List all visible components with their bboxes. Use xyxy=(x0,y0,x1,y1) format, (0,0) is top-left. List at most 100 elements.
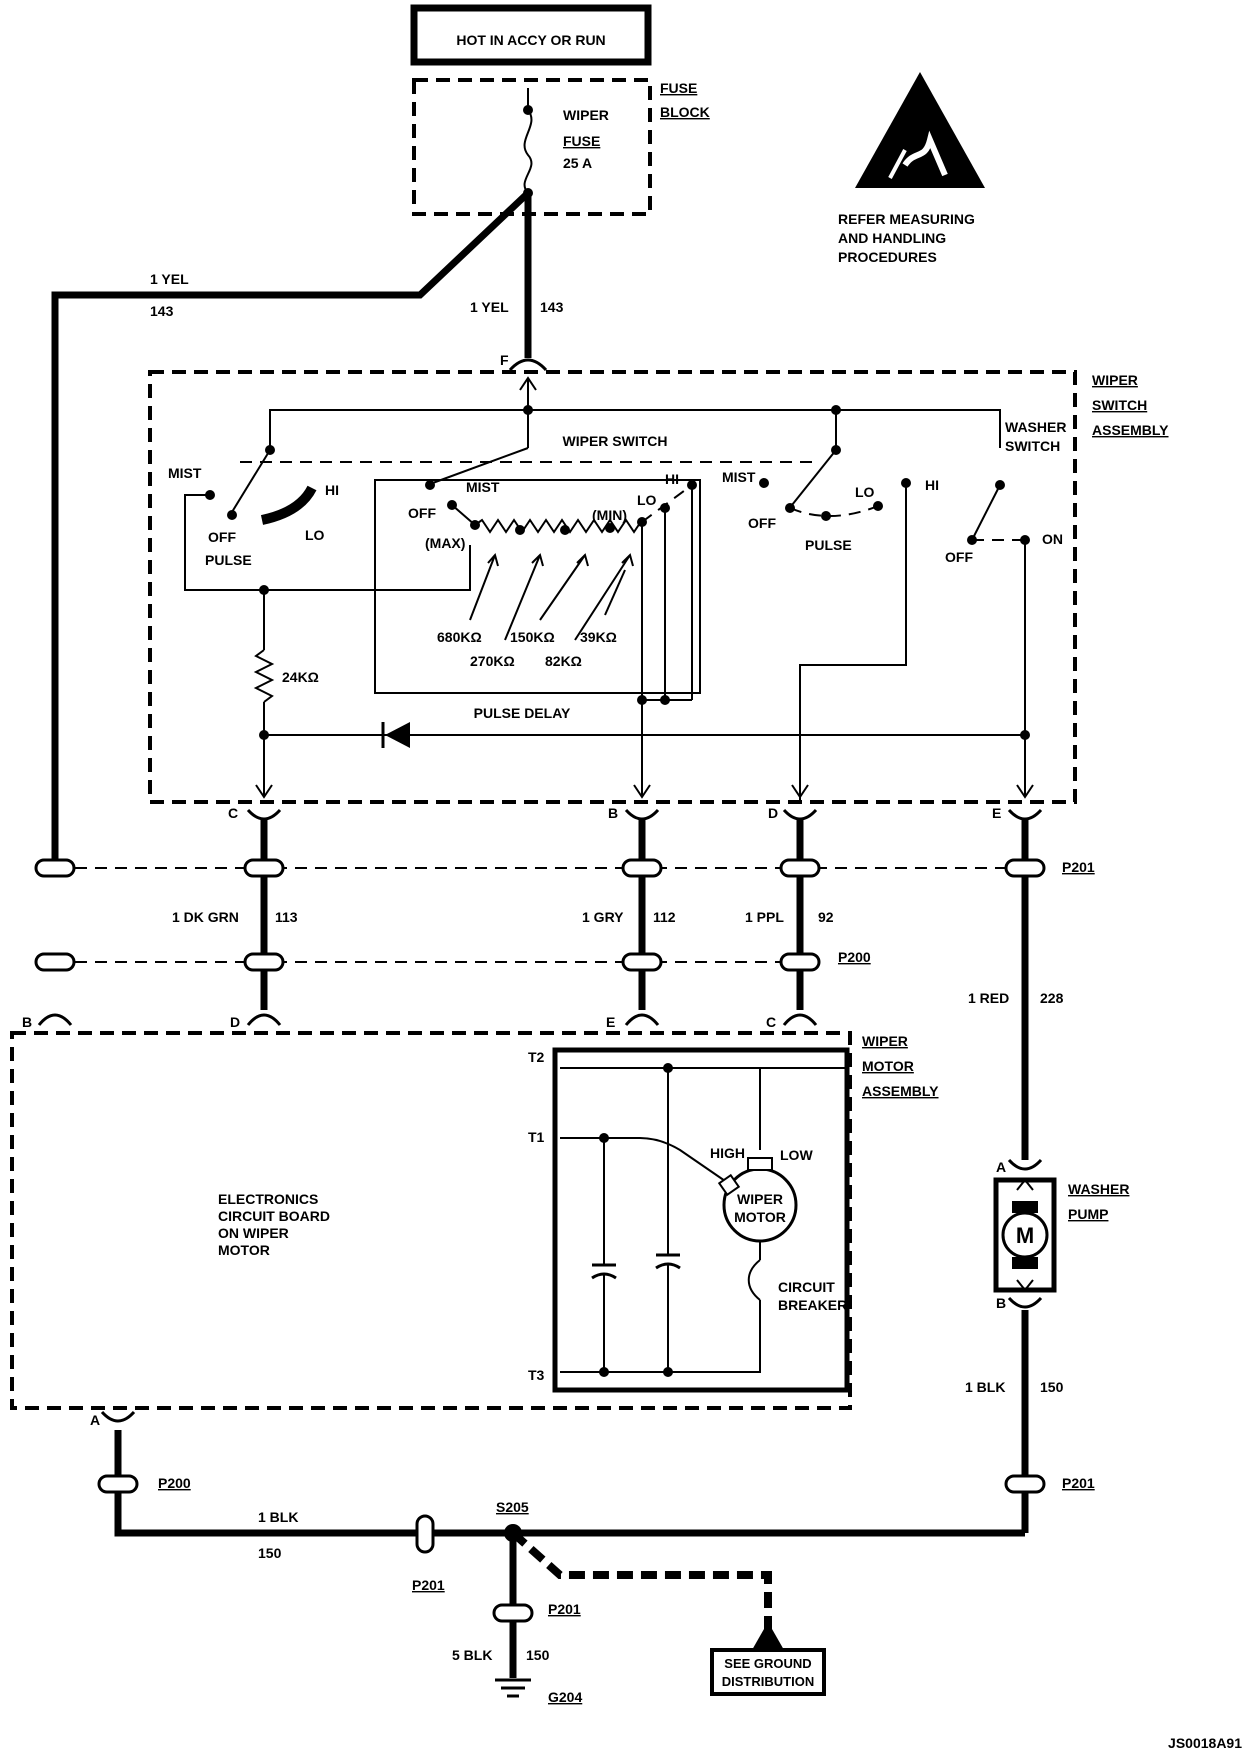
left-mist: MIST xyxy=(168,465,202,481)
pump-ground-color: 1 BLK xyxy=(965,1379,1005,1395)
board-label-3: ON WIPER xyxy=(218,1225,289,1241)
fuse-block-label-1: FUSE xyxy=(660,80,697,96)
pump-motor-symbol: M xyxy=(1016,1223,1034,1248)
right-lo: LO xyxy=(855,484,875,500)
mid-mist: MIST xyxy=(466,479,500,495)
main-ground-circuit: 150 xyxy=(526,1647,550,1663)
fuse-rating: 25 A xyxy=(563,155,592,171)
breaker-label-2: BREAKER xyxy=(778,1297,847,1313)
conn-b-bottom: B xyxy=(22,1014,32,1030)
ground-g204-label: G204 xyxy=(548,1689,582,1705)
washer-pump: A M WASHER PUMP B xyxy=(993,1158,1129,1311)
pump-ground-circuit: 150 xyxy=(1040,1379,1064,1395)
right-pulse: PULSE xyxy=(805,537,852,553)
mid-min: (MIN) xyxy=(592,507,627,523)
left-pulse: PULSE xyxy=(205,552,252,568)
wire-left-feed xyxy=(51,190,531,860)
motor-ground-color: 1 BLK xyxy=(258,1509,298,1525)
circuit-breaker-symbol xyxy=(747,1259,761,1301)
fuse-name-1: WIPER xyxy=(563,107,609,123)
d-wire-circuit: 92 xyxy=(818,909,834,925)
ground-g204-icon xyxy=(495,1678,531,1698)
washer-on: ON xyxy=(1042,531,1063,547)
motor-label-2: MOTOR xyxy=(734,1209,786,1225)
conn-d-top: D xyxy=(768,805,778,821)
d-wire-color: 1 PPL xyxy=(745,909,784,925)
resistor-24k xyxy=(253,649,275,703)
b-wire-color: 1 GRY xyxy=(582,909,624,925)
left-feed-color: 1 YEL xyxy=(150,271,189,287)
left-off: OFF xyxy=(208,529,236,545)
c-wire-color: 1 DK GRN xyxy=(172,909,239,925)
esd-warning-icon xyxy=(855,72,985,188)
see-ground-box: SEE GROUND DISTRIBUTION xyxy=(710,1648,826,1696)
diode-symbol xyxy=(385,722,410,748)
washer-switch-label-1: WASHER xyxy=(1005,419,1066,435)
wiper-switch-assembly-label-3: ASSEMBLY xyxy=(1092,422,1169,438)
conn-e-top: E xyxy=(992,805,1001,821)
wiper-motor-assembly: WIPER MOTOR ASSEMBLY ELECTRONICS CIRCUIT… xyxy=(10,1031,939,1410)
center-feed-color: 1 YEL xyxy=(470,299,509,315)
resistor-24k-label: 24KΩ xyxy=(282,669,319,685)
right-mist: MIST xyxy=(722,469,756,485)
pulse-delay-label: PULSE DELAY xyxy=(474,705,571,721)
board-label-2: CIRCUIT BOARD xyxy=(218,1208,330,1224)
figure-id: JS0018A91 xyxy=(1168,1735,1242,1751)
wiper-motor-assembly-label-2: MOTOR xyxy=(862,1058,914,1074)
left-hi: HI xyxy=(325,482,339,498)
mid-off: OFF xyxy=(408,505,436,521)
main-ground-color: 5 BLK xyxy=(452,1647,492,1663)
left-lo: LO xyxy=(305,527,325,543)
wiper-motor-assembly-label-1: WIPER xyxy=(862,1033,908,1049)
fuse-block: FUSE BLOCK WIPER FUSE 25 A xyxy=(412,78,710,216)
pump-conn-a: A xyxy=(996,1159,1006,1175)
mid-max: (MAX) xyxy=(425,535,465,551)
wiper-switch-label: WIPER SWITCH xyxy=(563,433,668,449)
p201-label-inline: P201 xyxy=(412,1577,445,1593)
resistor-39k: 39KΩ xyxy=(580,629,617,645)
conn-c-bottom: C xyxy=(766,1014,776,1030)
wiper-motor-assembly-label-3: ASSEMBLY xyxy=(862,1083,939,1099)
conn-c-top: C xyxy=(228,805,238,821)
washer-pump-label-2: PUMP xyxy=(1068,1206,1108,1222)
mid-lo: LO xyxy=(637,492,657,508)
fuse-block-label-2: BLOCK xyxy=(660,104,710,120)
b-wire-circuit: 112 xyxy=(653,909,676,925)
mid-hi: HI xyxy=(665,471,679,487)
p200-label-bottom: P200 xyxy=(158,1475,191,1491)
board-label-1: ELECTRONICS xyxy=(218,1191,318,1207)
conn-b-top: B xyxy=(608,805,618,821)
washer-feed-circuit: 228 xyxy=(1040,990,1064,1006)
pump-conn-b: B xyxy=(996,1295,1006,1311)
left-feed-circuit: 143 xyxy=(150,303,174,319)
resistor-82k: 82KΩ xyxy=(545,653,582,669)
p200-label-top: P200 xyxy=(838,949,871,965)
wiper-motor-symbol: WIPER MOTOR xyxy=(717,1157,798,1243)
right-hi: HI xyxy=(925,477,939,493)
motor-high: HIGH xyxy=(710,1145,745,1161)
conn-e-bottom: E xyxy=(606,1014,615,1030)
power-source-label: HOT IN ACCY OR RUN xyxy=(456,32,605,48)
esd-notice-2: AND HANDLING xyxy=(838,230,946,246)
terminal-t1: T1 xyxy=(528,1129,545,1145)
esd-warning: REFER MEASURING AND HANDLING PROCEDURES xyxy=(838,72,985,265)
motor-conn-a: A xyxy=(90,1412,100,1428)
see-ground-2: DISTRIBUTION xyxy=(722,1674,814,1689)
resistor-680k: 680KΩ xyxy=(437,629,482,645)
connector-p200-row: P200 xyxy=(34,949,871,972)
right-off: OFF xyxy=(748,515,776,531)
board-label-4: MOTOR xyxy=(218,1242,270,1258)
c-wire-circuit: 113 xyxy=(275,909,298,925)
fuse-element xyxy=(523,109,533,194)
fuse-name-2: FUSE xyxy=(563,133,600,149)
washer-feed-color: 1 RED xyxy=(968,990,1009,1006)
wiper-switch-assembly: WIPER SWITCH ASSEMBLY WIPER SWITCH WASHE… xyxy=(148,370,1169,804)
motor-label-1: WIPER xyxy=(737,1191,783,1207)
washer-pump-label-1: WASHER xyxy=(1068,1181,1129,1197)
center-feed-circuit: 143 xyxy=(540,299,564,315)
p201-label-top: P201 xyxy=(1062,859,1095,875)
connector-p201-row: P201 xyxy=(34,858,1095,878)
conn-d-bottom: D xyxy=(230,1014,240,1030)
esd-notice-1: REFER MEASURING xyxy=(838,211,975,227)
